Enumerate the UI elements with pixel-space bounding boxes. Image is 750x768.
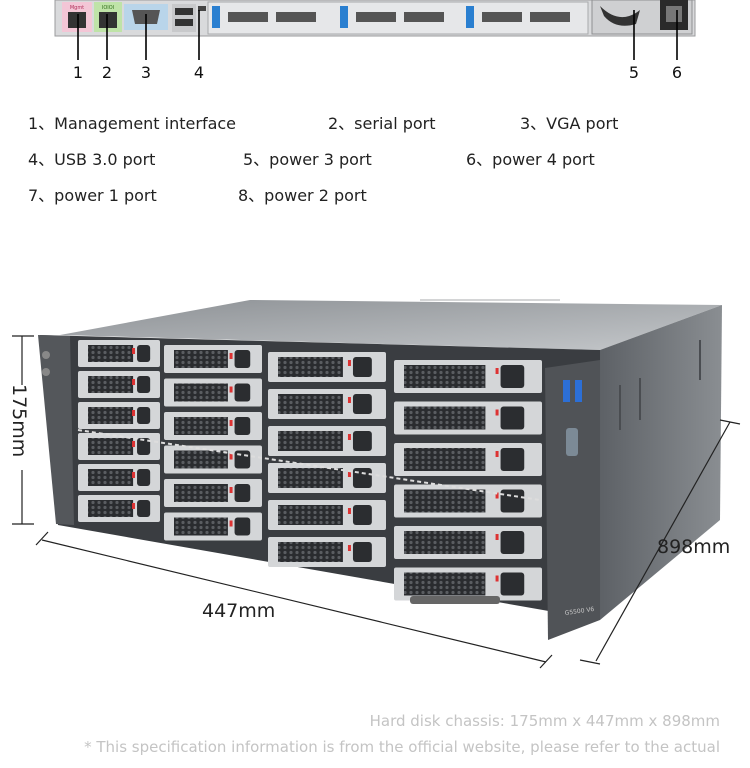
serial-port-label: IOIOI bbox=[102, 5, 114, 11]
legend-item-power2: 8、power 2 port bbox=[238, 186, 367, 205]
drive-bay bbox=[164, 345, 262, 373]
drive-bay bbox=[268, 500, 386, 530]
depth-dimension-label: 898mm bbox=[657, 536, 731, 558]
drive-bay bbox=[394, 526, 542, 559]
drive-bay bbox=[164, 378, 262, 407]
width-dimension-label: 447mm bbox=[202, 600, 276, 622]
rear-panel-illustration: Mgmt IOIOI bbox=[54, 0, 696, 60]
mgmt-port-label: Mgmt bbox=[70, 5, 84, 11]
drive-bay bbox=[78, 464, 160, 491]
chassis-dimensions-note: Hard disk chassis: 175mm x 447mm x 898mm bbox=[369, 712, 720, 730]
drive-bay bbox=[164, 479, 262, 507]
legend-item-usb: 4、USB 3.0 port bbox=[28, 150, 156, 169]
drive-bay bbox=[268, 463, 386, 493]
drive-bay bbox=[78, 495, 160, 522]
drive-bay bbox=[78, 433, 160, 460]
callout-3: 3 bbox=[140, 63, 152, 82]
drive-bay bbox=[394, 401, 542, 435]
legend-item-power3: 5、power 3 port bbox=[243, 150, 372, 169]
callout-4: 4 bbox=[193, 63, 205, 82]
drive-bay bbox=[78, 371, 160, 398]
disclaimer-note: * This specification information is from… bbox=[84, 738, 720, 756]
drive-bay bbox=[394, 360, 542, 393]
drive-bay bbox=[394, 443, 542, 476]
callout-2: 2 bbox=[101, 63, 113, 82]
drive-bay bbox=[78, 340, 160, 367]
callout-1: 1 bbox=[72, 63, 84, 82]
callout-5: 5 bbox=[628, 63, 640, 82]
drive-bay bbox=[164, 445, 262, 474]
callout-6: 6 bbox=[671, 63, 683, 82]
drive-bay bbox=[78, 402, 160, 429]
model-label: G5500 V6 bbox=[564, 606, 595, 617]
drive-bay bbox=[268, 352, 386, 382]
drive-bay bbox=[164, 512, 262, 541]
drive-bay bbox=[268, 426, 386, 456]
legend-item-vga: 3、VGA port bbox=[520, 114, 619, 133]
drive-bay bbox=[268, 389, 386, 419]
legend-item-power4: 6、power 4 port bbox=[466, 150, 595, 169]
drive-bay bbox=[164, 412, 262, 440]
drive-bay bbox=[394, 484, 542, 518]
drive-bay bbox=[268, 537, 386, 567]
drive-bay bbox=[394, 567, 542, 601]
legend-item-power1: 7、power 1 port bbox=[28, 186, 157, 205]
legend-item-serial: 2、serial port bbox=[328, 114, 436, 133]
server-chassis-illustration: G5500 V6 bbox=[12, 299, 741, 669]
height-dimension-label: 175mm bbox=[8, 384, 30, 458]
legend-item-management: 1、Management interface bbox=[28, 114, 237, 133]
